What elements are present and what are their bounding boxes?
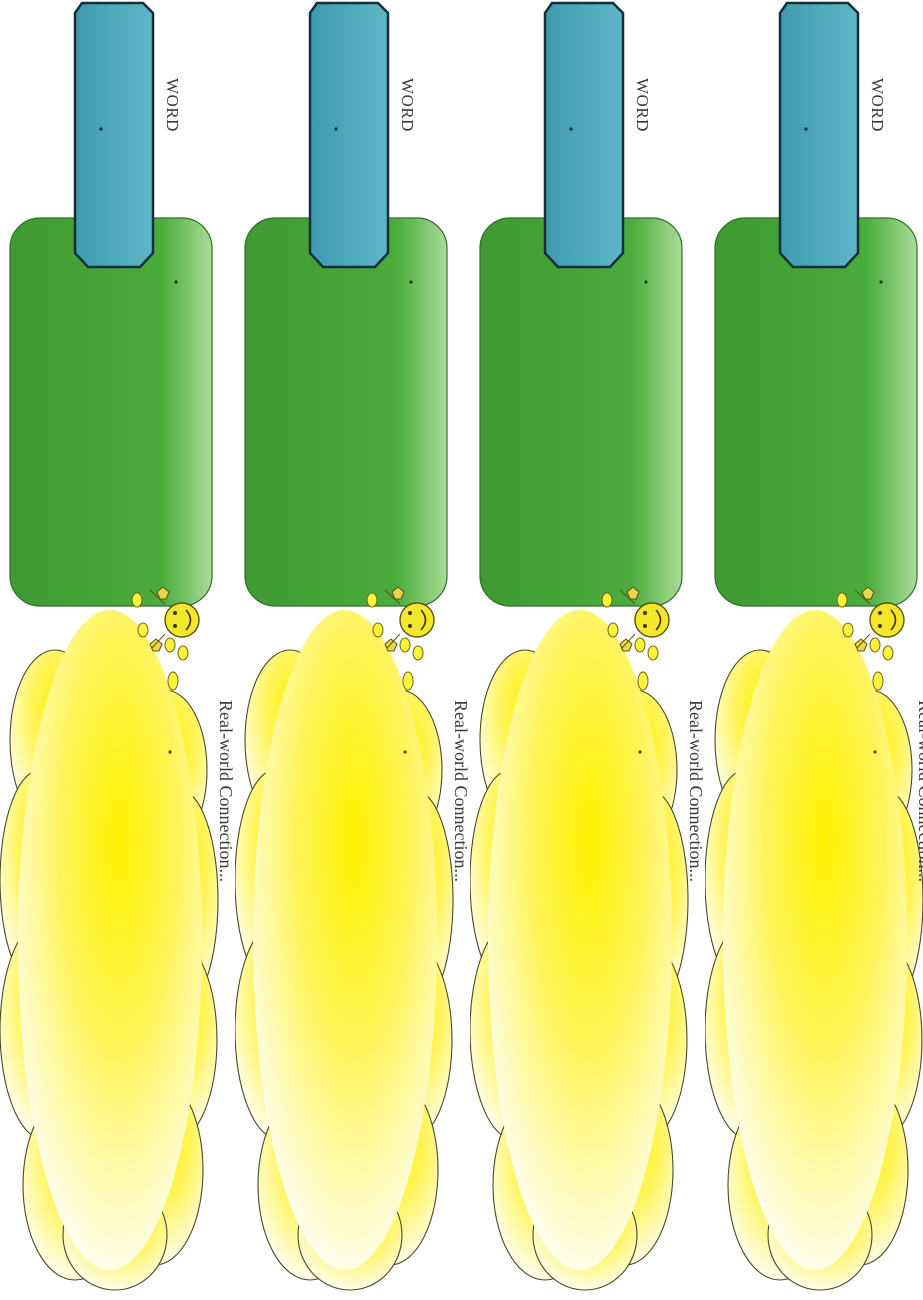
thought-cloud bbox=[470, 610, 688, 1290]
real-world-connection-label: Real-world Connection... bbox=[685, 700, 706, 882]
word-tab bbox=[310, 3, 388, 267]
card-graphics bbox=[470, 0, 705, 1300]
definition-dot bbox=[409, 280, 412, 283]
definition-dot bbox=[879, 280, 882, 283]
thought-cloud bbox=[235, 610, 453, 1290]
vocabulary-card-2: WORD Real-world Connection... bbox=[235, 0, 470, 1300]
definition-box bbox=[480, 218, 682, 606]
word-tab-dot bbox=[804, 127, 807, 130]
word-label: WORD bbox=[162, 78, 182, 132]
card-graphics bbox=[0, 0, 235, 1300]
word-tab bbox=[545, 3, 623, 267]
word-label: WORD bbox=[632, 78, 652, 132]
card-graphics bbox=[705, 0, 923, 1300]
definition-box bbox=[10, 218, 212, 606]
cloud-dot bbox=[168, 750, 171, 753]
word-tab bbox=[780, 3, 858, 267]
definition-box bbox=[715, 218, 917, 606]
thought-cloud bbox=[705, 610, 923, 1290]
word-tab-dot bbox=[334, 127, 337, 130]
word-tab bbox=[75, 3, 153, 267]
thought-cloud bbox=[0, 610, 218, 1290]
vocabulary-card-1: WORD Real-world Connection... bbox=[0, 0, 235, 1300]
definition-dot bbox=[644, 280, 647, 283]
word-label: WORD bbox=[867, 78, 887, 132]
vocabulary-card-4: WORD Real-world Connection... bbox=[705, 0, 923, 1300]
word-tab-dot bbox=[569, 127, 572, 130]
cloud-dot bbox=[638, 750, 641, 753]
word-tab-dot bbox=[99, 127, 102, 130]
cloud-dot bbox=[873, 750, 876, 753]
card-graphics bbox=[235, 0, 470, 1300]
real-world-connection-label: Real-world Connection... bbox=[215, 700, 236, 882]
definition-box bbox=[245, 218, 447, 606]
vocabulary-card-3: WORD Real-world Connection... bbox=[470, 0, 705, 1300]
cloud-dot bbox=[403, 750, 406, 753]
real-world-connection-label: Real-world Connection... bbox=[914, 700, 923, 882]
word-label: WORD bbox=[397, 78, 417, 132]
definition-dot bbox=[174, 280, 177, 283]
real-world-connection-label: Real-world Connection... bbox=[450, 700, 471, 882]
